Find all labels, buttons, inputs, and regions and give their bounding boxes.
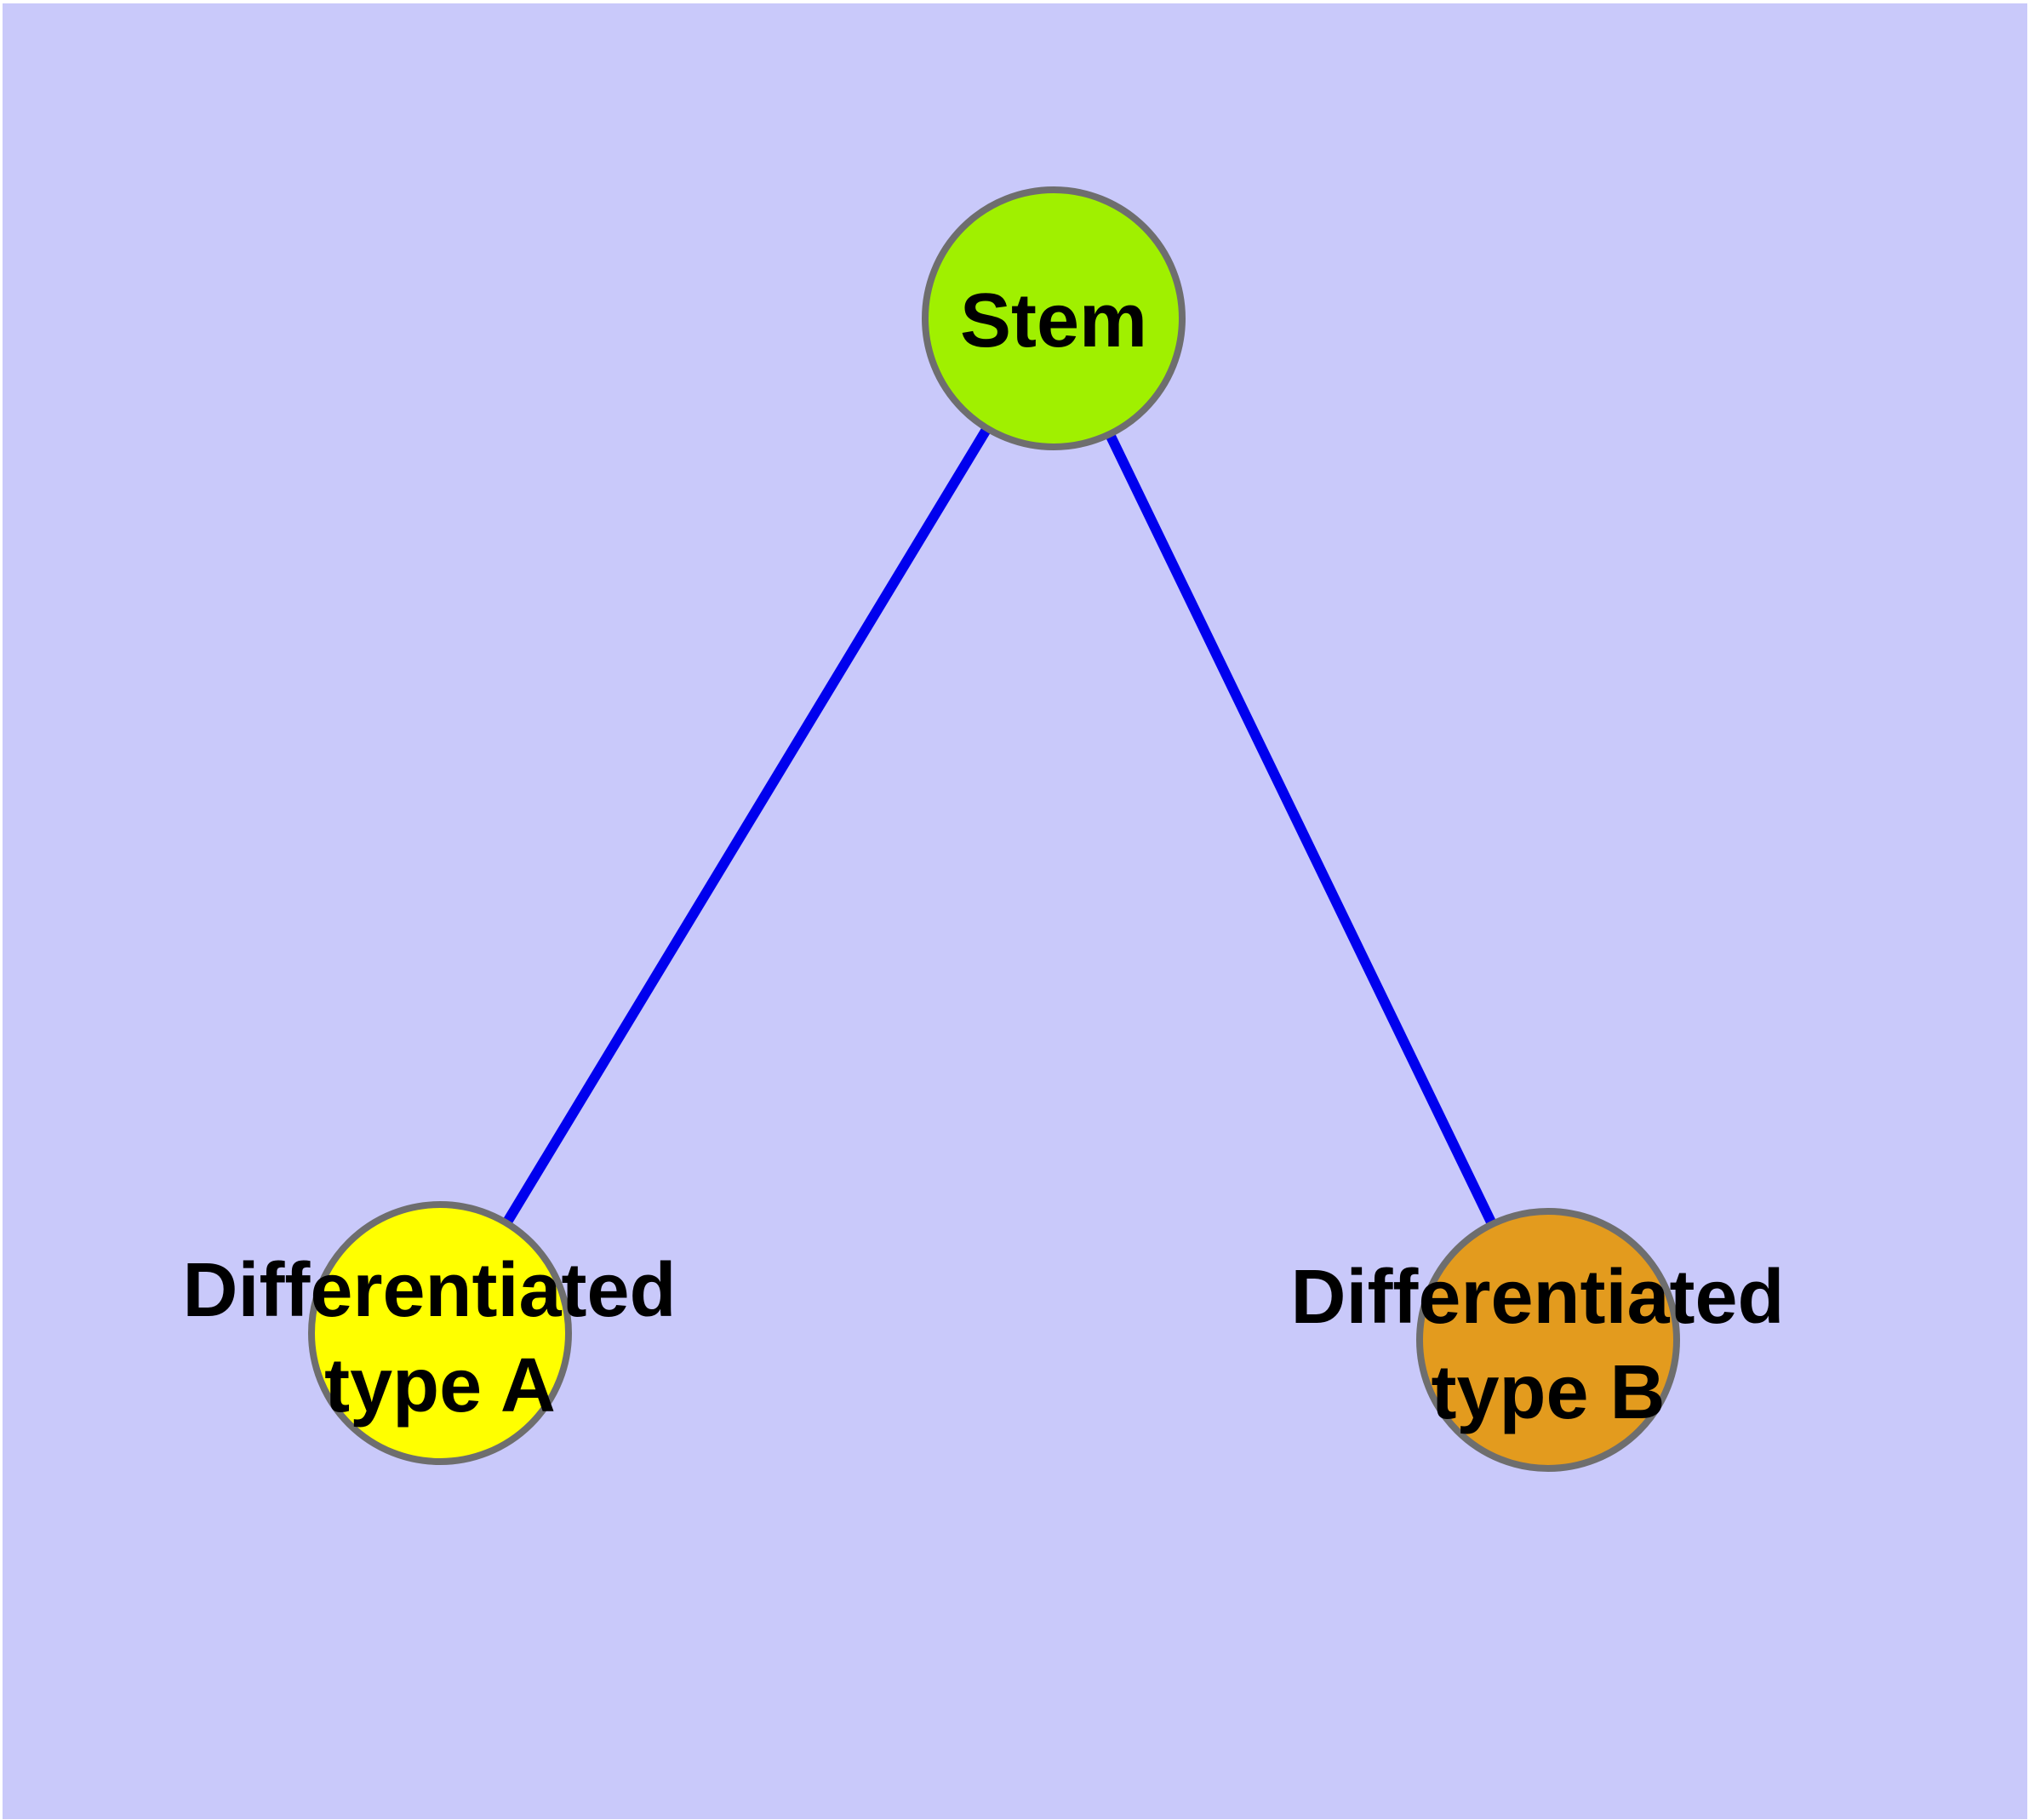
node-differentiated-type-a-label: Differentiated type A xyxy=(182,1248,697,1428)
label-line: type A xyxy=(324,1343,556,1428)
node-stem-label: Stem xyxy=(960,278,1147,363)
node-differentiated-type-b-label: Differentiated type B xyxy=(1290,1255,1805,1435)
edge-stem-to-type-b xyxy=(1049,316,1553,1342)
node-differentiated-type-b xyxy=(1416,1208,1680,1472)
label-line: type B xyxy=(1431,1350,1665,1435)
edge-stem-to-type-a xyxy=(435,315,1059,1336)
node-differentiated-type-a xyxy=(308,1201,572,1465)
label-line: Differentiated xyxy=(182,1248,676,1333)
node-stem xyxy=(922,186,1186,450)
label-line: Differentiated xyxy=(1290,1255,1784,1340)
label-line: Stem xyxy=(960,278,1147,363)
